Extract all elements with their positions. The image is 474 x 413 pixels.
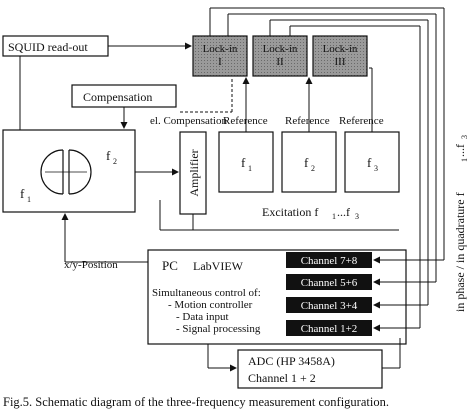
freq-f1-label: f bbox=[241, 155, 246, 170]
excitation-sub-3: 3 bbox=[355, 212, 359, 221]
adc-channel: Channel 1 + 2 bbox=[248, 371, 316, 385]
control-item-signal: - Signal processing bbox=[176, 323, 261, 335]
labview-label: LabVIEW bbox=[193, 259, 244, 273]
side-sub-1: 1 bbox=[460, 158, 469, 162]
channel-1-2-label: Channel 1+2 bbox=[301, 323, 358, 335]
channel-5-6-label: Channel 5+6 bbox=[301, 277, 358, 289]
freq-f2-block: f 2 bbox=[281, 131, 337, 193]
reference-label-1: Reference bbox=[223, 115, 268, 127]
side-label: in phase / in quadrature f bbox=[453, 192, 467, 312]
el-compensation-label: el. Compensation bbox=[150, 115, 227, 127]
sample-sub-1: 1 bbox=[27, 195, 31, 204]
compensation-block: Compensation bbox=[71, 84, 177, 108]
channel-1-2: Channel 1+2 bbox=[286, 320, 372, 336]
control-item-data: - Data input bbox=[176, 311, 229, 323]
side-range: ...f bbox=[453, 144, 467, 157]
sample-block: f 1 f 2 bbox=[2, 129, 136, 213]
adc-block: ADC (HP 3458A) Channel 1 + 2 bbox=[237, 349, 383, 389]
amplifier-label: Amplifier bbox=[187, 149, 201, 196]
connections bbox=[19, 7, 445, 372]
channel-5-6: Channel 5+6 bbox=[286, 274, 372, 290]
adc-title: ADC (HP 3458A) bbox=[248, 354, 335, 368]
freq-f2-label: f bbox=[304, 155, 309, 170]
control-item-motion: - Motion controller bbox=[168, 299, 253, 311]
channel-3-4-label: Channel 3+4 bbox=[301, 300, 358, 312]
channel-3-4: Channel 3+4 bbox=[286, 297, 372, 313]
side-label-group: in phase / in quadrature f 1 ...f 3 bbox=[453, 135, 469, 312]
pc-label: PC bbox=[162, 258, 178, 273]
amplifier-block: Amplifier bbox=[179, 131, 207, 215]
excitation-sub-1: 1 bbox=[332, 212, 336, 221]
freq-f3-label: f bbox=[367, 155, 372, 170]
excitation-label: Excitation f bbox=[262, 205, 318, 219]
compensation-label: Compensation bbox=[83, 90, 152, 104]
squid-readout-block: SQUID read-out bbox=[2, 35, 109, 57]
sample-f1: f bbox=[20, 186, 25, 201]
squid-label: SQUID read-out bbox=[8, 40, 88, 54]
channel-7-8: Channel 7+8 bbox=[286, 252, 372, 268]
reference-label-3: Reference bbox=[339, 115, 384, 127]
reference-label-2: Reference bbox=[285, 115, 330, 127]
excitation-label-group: Excitation f 1 ...f 3 bbox=[262, 205, 359, 221]
excitation-range: ...f bbox=[337, 205, 350, 219]
freq-f3-block: f 3 bbox=[344, 131, 400, 193]
control-title: Simultaneous control of: bbox=[152, 287, 261, 299]
freq-f1-block: f 1 bbox=[218, 131, 274, 193]
figure-caption: Fig.5. Schematic diagram of the three-fr… bbox=[3, 395, 389, 409]
sample-sub-2: 2 bbox=[113, 157, 117, 166]
sample-f2: f bbox=[106, 148, 111, 163]
position-label: x/y-Position bbox=[64, 259, 118, 271]
freq-f3-sub: 3 bbox=[374, 164, 378, 173]
freq-f2-sub: 2 bbox=[311, 164, 315, 173]
channel-7-8-label: Channel 7+8 bbox=[301, 255, 358, 267]
side-sub-3: 3 bbox=[460, 135, 469, 139]
freq-f1-sub: 1 bbox=[248, 164, 252, 173]
